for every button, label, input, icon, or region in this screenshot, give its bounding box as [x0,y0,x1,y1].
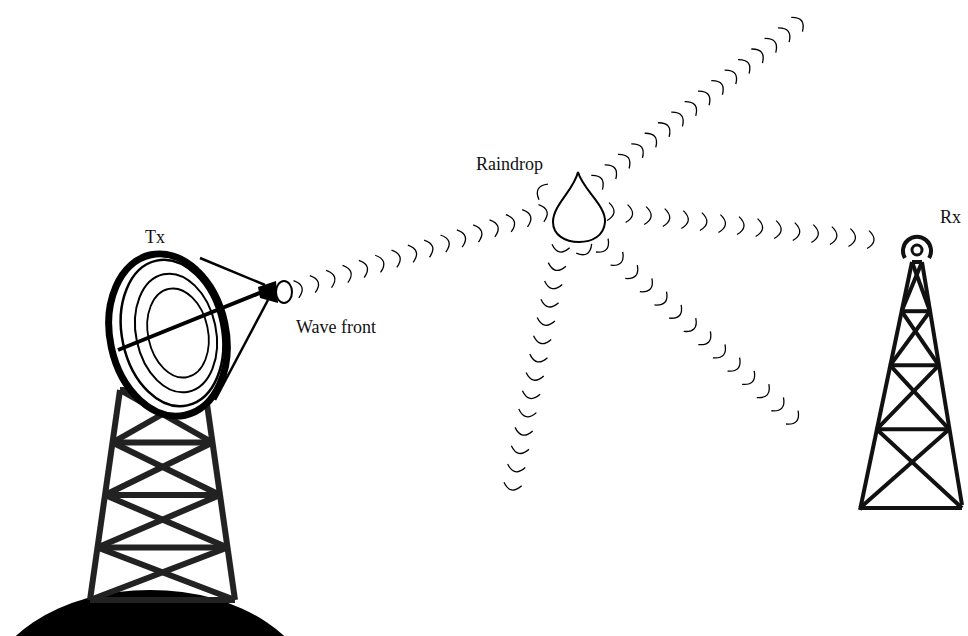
wave-arc [537,318,555,326]
wave-arc [310,276,319,293]
wave-arc [375,255,384,272]
wave-arc [457,230,466,247]
wave-arc [830,227,837,245]
label: Tx [145,228,165,248]
wave-arc [738,60,750,74]
wave-arc [534,336,552,344]
wave-arc [742,371,755,384]
wave-arc [625,265,638,278]
wave-arc [848,229,855,247]
wave-arc [515,427,533,435]
wave-arc [737,217,744,235]
wave-arc [756,219,763,237]
wave-arc [640,278,653,291]
wave-arc [757,384,770,397]
wave-arc [771,397,784,410]
wave-arc [359,260,368,277]
wave-arc [506,215,515,232]
wave-arc [713,344,726,357]
wave-arc [508,464,526,472]
wave-arc [537,184,548,200]
wave-arc [728,358,741,371]
wave-arc [644,207,651,225]
wave-arc [473,225,482,242]
wave-arc [576,244,591,255]
wave-arc [711,81,723,95]
wave-arc [591,175,603,189]
wave-arc [326,270,335,287]
wave-arc [669,305,682,318]
label: Rx [940,208,961,228]
wave-arc [658,123,670,137]
wave-arc [392,250,401,267]
wave-arc [504,482,522,490]
wave-arc [671,112,683,126]
wave-arc [663,209,670,227]
wave-arc [751,49,763,63]
wave-arc [774,221,781,239]
wave-arc [424,240,433,257]
raindrop [553,172,605,242]
label: Raindrop [476,155,543,175]
wave-arc [778,28,790,42]
wave-arc [526,372,544,380]
wave-arc [490,220,499,237]
wave-arc [530,354,548,362]
wave-arc [605,165,617,179]
wave-arc [511,446,529,454]
wave-arc [700,213,707,231]
wave-arc [725,70,737,84]
wave-arc [631,144,643,158]
wave-arc [684,318,697,331]
dish-antenna [94,243,292,428]
label: Wave front [296,318,376,338]
wave-arc [654,292,667,305]
wave-arc [626,205,633,223]
rx-tower [860,237,962,510]
wave-arc [698,331,711,344]
wave-arc [441,235,450,252]
wave-arc [548,263,566,271]
wave-arc [698,91,710,105]
wave-arc [718,215,725,233]
wave-arc [541,299,559,307]
wave-arc [552,244,570,252]
wave-arc [539,205,548,222]
wave-arc [786,411,799,424]
wave-arc [793,223,800,241]
hill [0,590,315,636]
wave-arc [607,203,614,221]
wave-arc [522,391,540,399]
wave-arc [519,409,537,417]
wave-arc [791,17,803,31]
wave-arc [611,252,624,265]
wave-arc [811,225,818,243]
wave-arc [618,154,630,168]
wave-arc [765,38,777,52]
wave-arc [645,133,657,147]
wave-arc [343,265,352,282]
wave-arc [681,211,688,229]
wave-arc [867,231,874,249]
wave-arc [596,239,609,252]
wave-arc [522,210,531,227]
wave-arc [408,245,417,262]
tx-tower [90,390,235,600]
wave-arc [294,281,303,298]
wave-fronts [294,17,875,490]
wave-arc [685,102,697,116]
wave-arc [545,281,563,289]
